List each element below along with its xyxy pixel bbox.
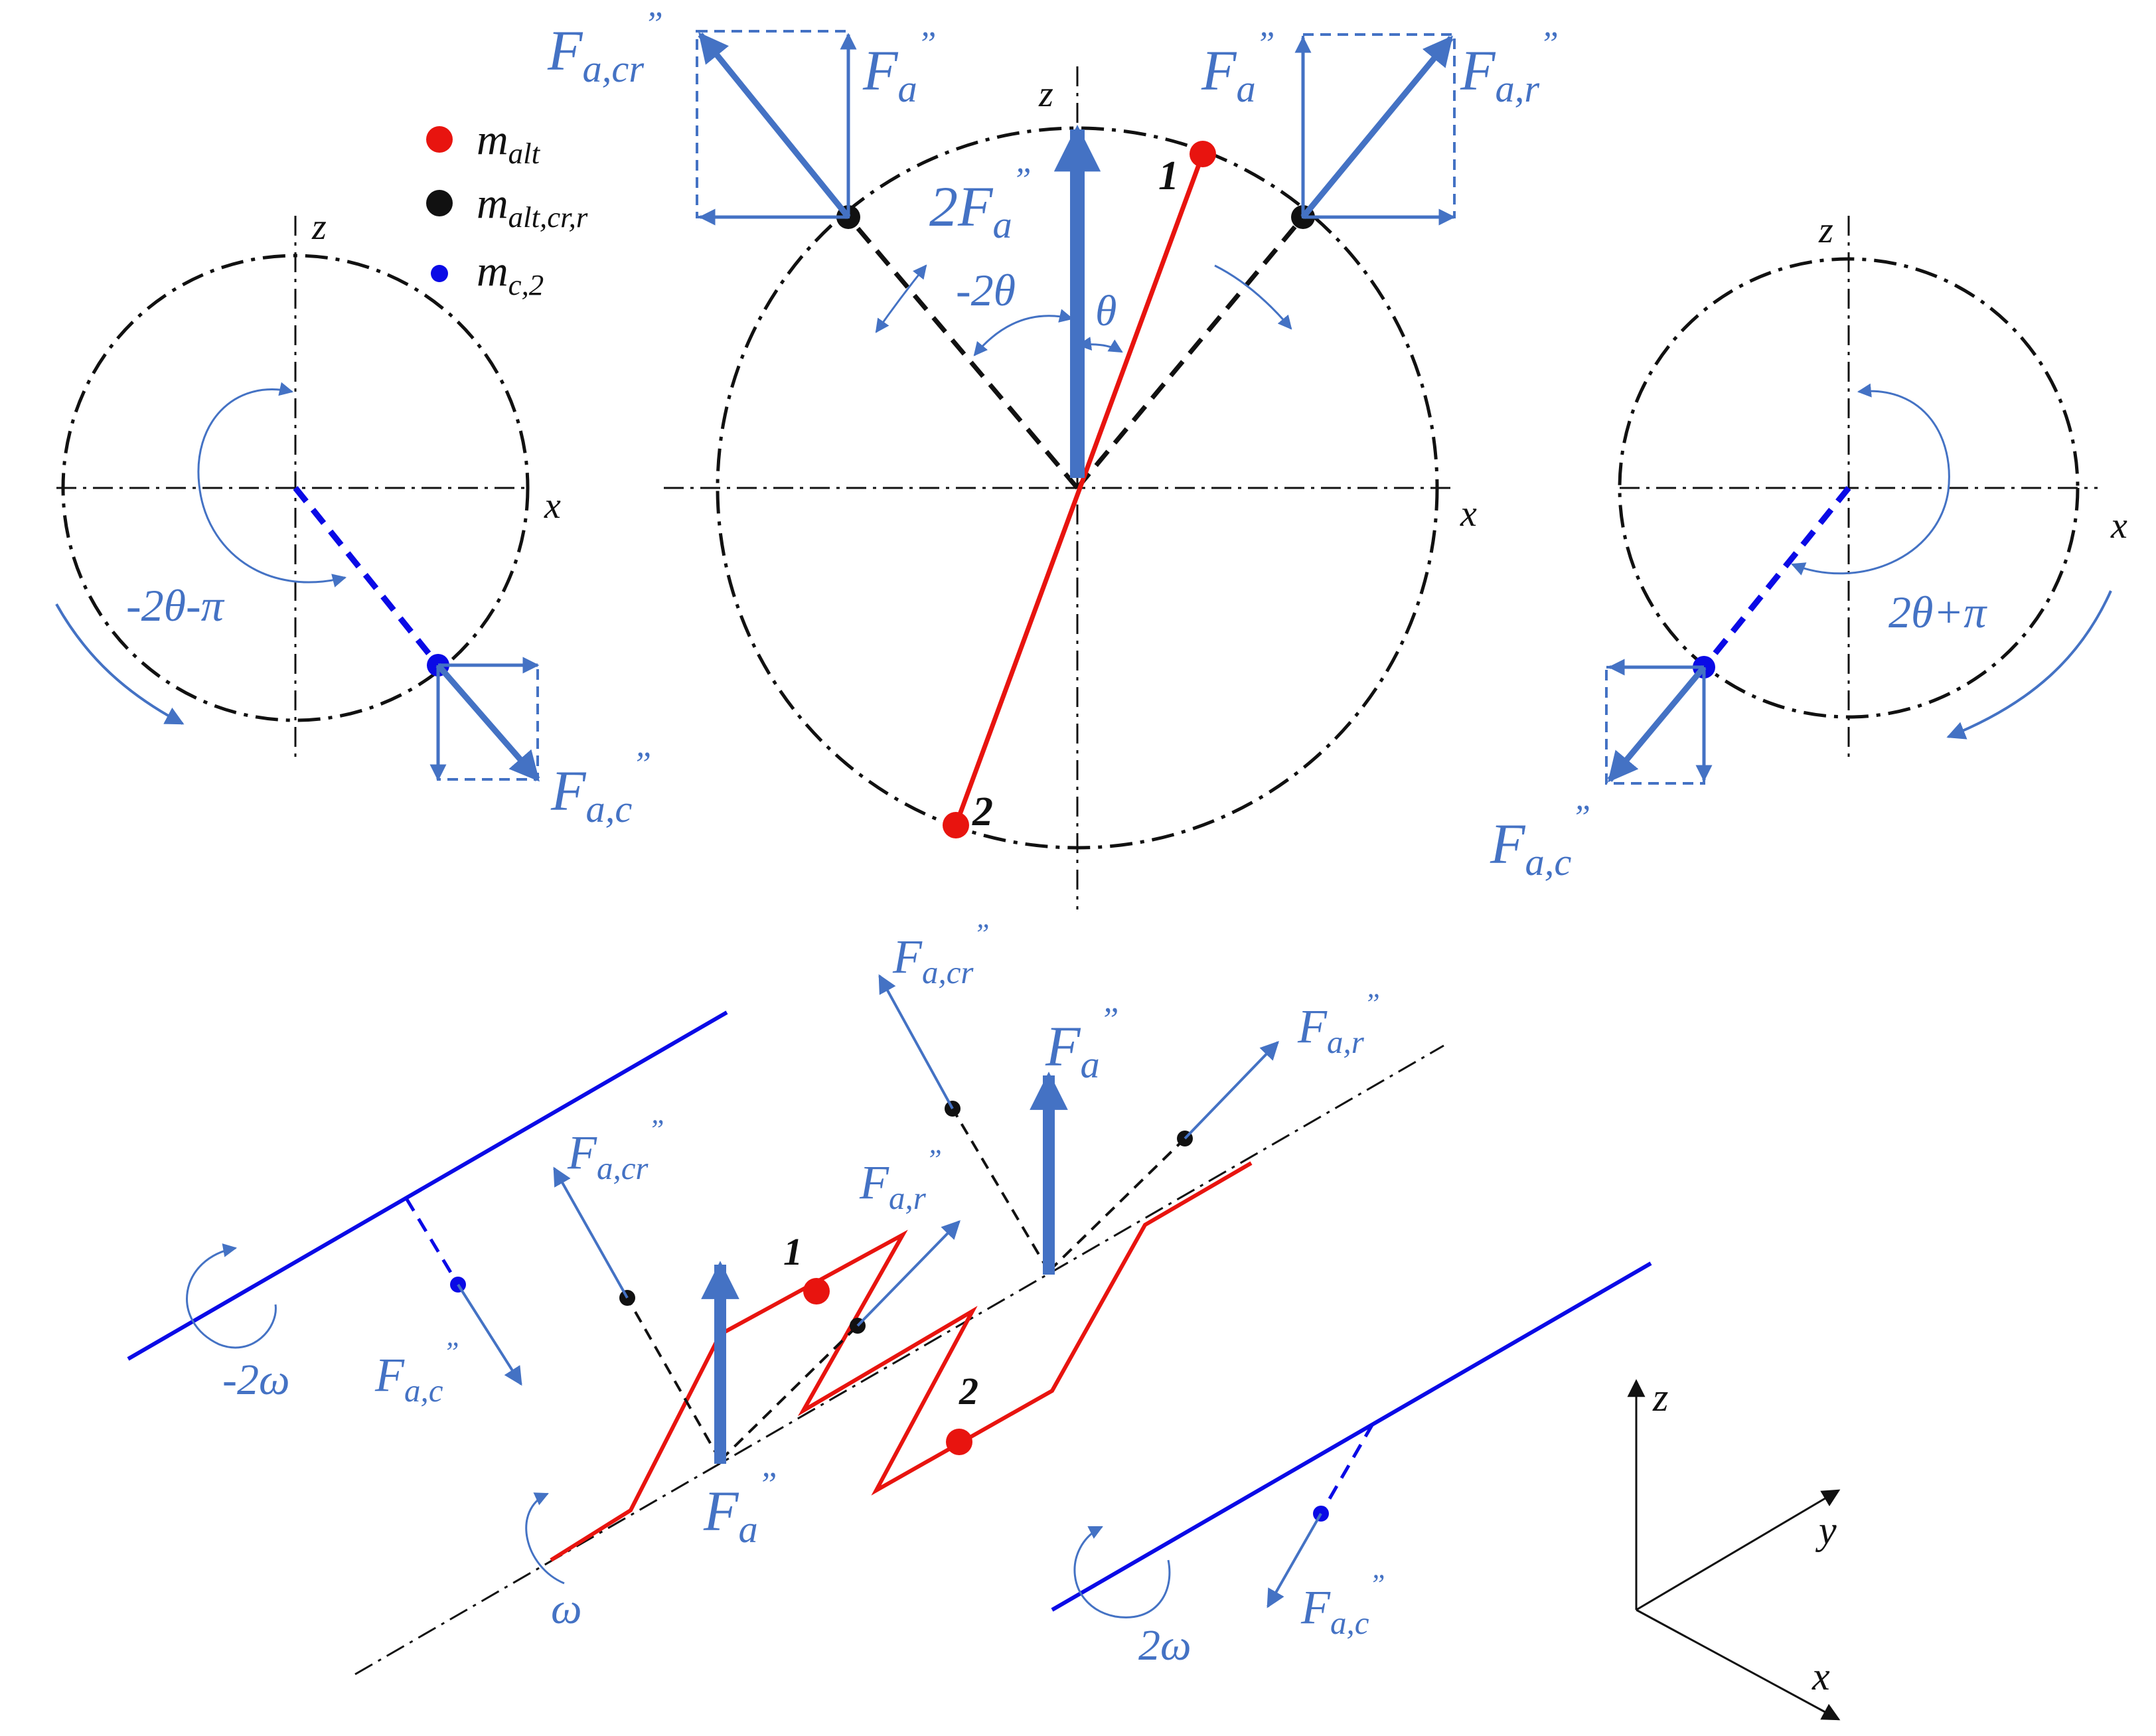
- crank-3d-point-1-label: 1: [783, 1230, 803, 1273]
- plane2-force-cr-arrow: [878, 974, 954, 1109]
- crank-speed-label: ω: [551, 1585, 582, 1633]
- plane1-right-radius: [719, 1324, 859, 1462]
- plane1-force-r-label: Fa,r”: [859, 1144, 942, 1216]
- shaft-axis: [354, 1044, 1444, 1676]
- triad-y-axis: [1636, 1489, 1841, 1611]
- theta-label: θ: [1095, 287, 1116, 335]
- center-right-radius: [1075, 215, 1305, 490]
- legend-label-alt-cr-r: malt,cr,r: [477, 179, 588, 234]
- point-2-label: 2: [972, 789, 993, 834]
- center-2fa-label: 2Fa”: [929, 161, 1031, 246]
- legend-label-c2: mc,2: [477, 247, 544, 301]
- plane1-force-r-arrow: [856, 1220, 961, 1327]
- left-force-c-label: Fa,c”: [550, 746, 651, 830]
- plane2-left-radius: [951, 1107, 1050, 1273]
- right-balance-shaft: [1051, 1261, 1652, 1612]
- legend: malt malt,cr,r mc,2: [426, 116, 588, 301]
- minus-2theta-arc: [973, 309, 1074, 356]
- left-rotation-arrow: [55, 603, 185, 725]
- triad-x-label: x: [1811, 1654, 1830, 1698]
- left-rotation-hint: [875, 264, 927, 333]
- crankshaft-profile: [550, 1161, 1253, 1562]
- center-left-force-cr-label: Fa,cr”: [547, 5, 663, 90]
- crank-point-2: [943, 812, 969, 838]
- right-angle-arc: [1791, 383, 1950, 576]
- plane2-force-r-arrow: [1184, 1040, 1279, 1140]
- left-shaft-rotation: [186, 1243, 277, 1349]
- crank-rotation: [525, 1492, 565, 1585]
- right-angle-label: 2θ+π: [1888, 587, 1987, 637]
- left-angle-label: -2θ-π: [126, 580, 225, 631]
- left-shaft-force-c-arrow: [457, 1283, 522, 1386]
- plane1-force-cr-label: Fa,cr”: [567, 1115, 664, 1186]
- right-z-label: z: [1818, 210, 1833, 251]
- coordinate-triad: z y x: [1627, 1376, 1841, 1721]
- center-left-force-cr-arrow: [698, 32, 851, 219]
- right-shaft-force-c-arrow: [1267, 1513, 1322, 1609]
- legend-dot-c2: [431, 265, 448, 282]
- legend-dot-alt-cr-r: [426, 190, 453, 216]
- legend-label-alt: malt: [477, 116, 541, 170]
- theta-arc: [1077, 337, 1123, 353]
- right-rotation-arrow: [1946, 590, 2112, 740]
- right-x-label: x: [2110, 505, 2127, 546]
- plane1-force-a-label: Fa”: [703, 1466, 777, 1551]
- plane2-right-radius: [1047, 1137, 1186, 1273]
- triad-x-axis: [1636, 1609, 1841, 1721]
- left-shaft-force-c-label: Fa,c”: [374, 1337, 459, 1409]
- crank-point-1: [1190, 141, 1216, 167]
- left-z-label: z: [311, 206, 327, 248]
- triad-z-label: z: [1652, 1376, 1668, 1419]
- legend-dot-alt: [426, 126, 453, 153]
- right-force-c-arrow: [1607, 665, 1707, 783]
- right-rotation-hint: [1214, 264, 1292, 330]
- center-right-force-r-arrow: [1300, 35, 1454, 219]
- point-1-label: 1: [1158, 153, 1179, 198]
- crank-3d-point-2: [946, 1429, 972, 1455]
- crankshaft-3d-view: Fa,c” -2ω Fa,c” 2ω 1 2 ω Fa,cr” Fa,r” Fa…: [127, 919, 1652, 1676]
- center-right-force-r-label: Fa,r”: [1460, 25, 1559, 110]
- plane1-force-cr-arrow: [553, 1166, 629, 1299]
- center-z-label: z: [1038, 74, 1053, 115]
- center-right-force-a-label: Fa”: [1201, 25, 1274, 110]
- left-shaft-speed-label: -2ω: [222, 1356, 290, 1404]
- center-x-label: x: [1460, 493, 1477, 534]
- plane1-left-radius: [626, 1297, 722, 1461]
- left-x-label: x: [544, 485, 561, 526]
- right-shaft-speed-label: 2ω: [1138, 1621, 1192, 1670]
- right-force-c-label: Fa,c”: [1490, 799, 1590, 884]
- left-angle-arc: [197, 382, 347, 588]
- triad-y-label: y: [1815, 1508, 1837, 1552]
- left-force-c-arrow: [435, 663, 540, 782]
- left-counterweight-view: z x -2θ-π Fa,c”: [55, 206, 651, 830]
- right-shaft-rotation: [1073, 1526, 1171, 1618]
- left-balance-shaft: [127, 1010, 728, 1361]
- plane2-force-cr-label: Fa,cr”: [892, 919, 990, 990]
- center-crank-view: z x 1 2 2Fa” θ -2θ Fa,cr” Fa”: [547, 5, 1559, 909]
- center-left-radius: [846, 215, 1079, 490]
- plane2-force-a-label: Fa”: [1045, 1001, 1118, 1086]
- right-counterweight-arm: [1701, 486, 1851, 669]
- left-counterweight-arm: [293, 486, 441, 667]
- crank-3d-point-1: [803, 1278, 830, 1304]
- center-left-force-a-label: Fa”: [862, 25, 936, 110]
- right-shaft-arm: [1319, 1423, 1375, 1515]
- right-counterweight-view: z x 2θ+π Fa,c”: [1490, 210, 2127, 884]
- left-shaft-arm: [404, 1197, 460, 1286]
- crank-3d-point-2-label: 2: [959, 1370, 978, 1413]
- right-shaft-force-c-label: Fa,c”: [1300, 1569, 1385, 1641]
- crank-line: [953, 153, 1205, 827]
- plane2-force-r-label: Fa,r”: [1297, 988, 1380, 1060]
- minus-2theta-label: -2θ: [956, 265, 1016, 315]
